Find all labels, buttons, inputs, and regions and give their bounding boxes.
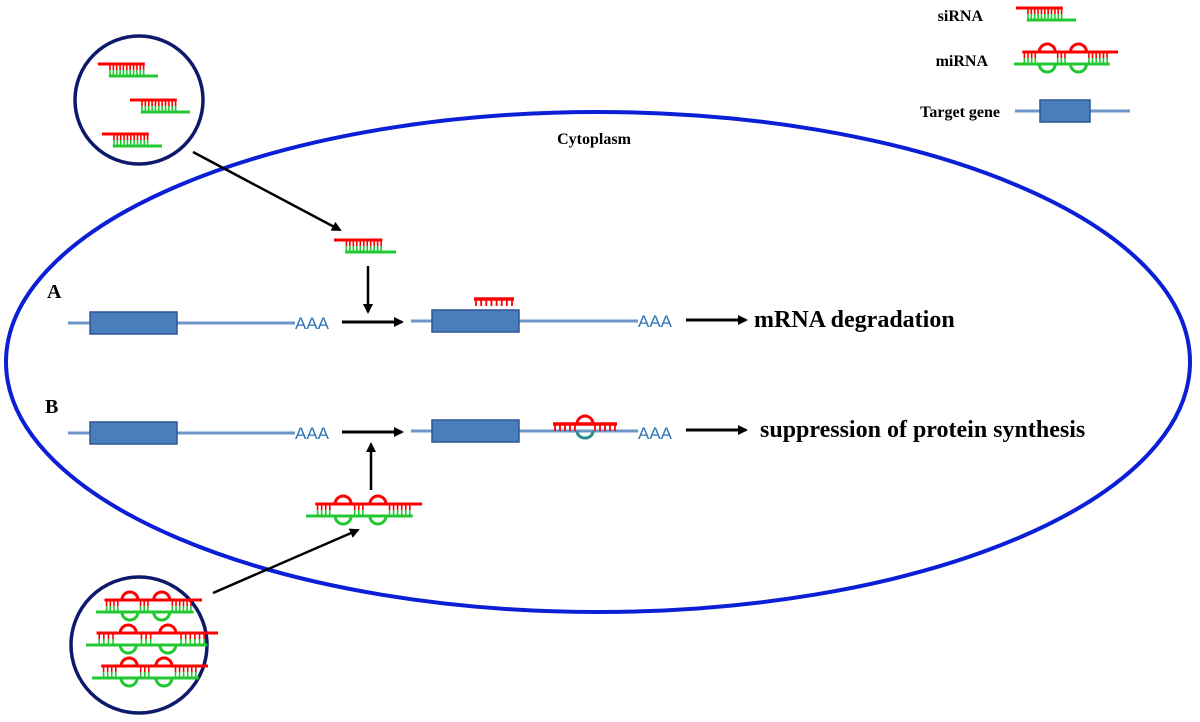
legend-target-gene-glyph: [1015, 99, 1130, 123]
vesicle-mirna-molecule: [92, 656, 208, 688]
pathway-a-poly-a-right: AAA: [638, 312, 673, 331]
gene-box: [431, 419, 520, 443]
vesicle-sirna-molecule: [102, 132, 162, 148]
pathway-b-outcome: suppression of protein synthesis: [760, 417, 1085, 443]
sirna-vesicle: [73, 34, 205, 166]
pathway-a-outcome: mRNA degradation: [754, 307, 955, 333]
pathway-a-poly-a-left: AAA: [295, 314, 330, 333]
cytoplasm-mirna-molecule: [306, 494, 422, 526]
vesicle-sirna-molecule: [130, 98, 190, 114]
pathway-b-poly-a-right: AAA: [638, 424, 673, 443]
pathway-a-mrna-right: [411, 309, 638, 333]
pathway-b-mrna-left: [68, 421, 295, 445]
bound-mirna-strand: [553, 414, 617, 440]
arrow-sirna-entry: [192, 150, 342, 232]
vesicle-mirna-molecule: [86, 623, 218, 655]
legend-mirna-glyph: [1014, 42, 1118, 74]
legend-mirna-label: miRNA: [936, 53, 989, 70]
gene-box: [89, 421, 178, 445]
cytoplasm-sirna-molecule: [334, 238, 396, 254]
pathway-b-label: B: [45, 396, 58, 418]
cytoplasm-label: Cytoplasm: [557, 131, 631, 148]
pathway-b-poly-a-left: AAA: [295, 424, 330, 443]
pathway-a-mrna-left: [68, 311, 295, 335]
legend-sirna-glyph: [1016, 6, 1076, 22]
legend-sirna-label: siRNA: [938, 8, 984, 25]
vesicle-mirna-molecule: [96, 590, 202, 622]
gene-box: [89, 311, 178, 335]
vesicle-sirna-molecule: [98, 62, 158, 78]
cell-membrane: [4, 110, 1192, 614]
legend-target-gene-label: Target gene: [920, 104, 1000, 121]
pathway-a-label: A: [47, 281, 62, 303]
bound-sirna-guide-strand: [474, 297, 514, 306]
arrow-mirna-entry: [212, 528, 360, 595]
gene-box: [431, 309, 520, 333]
